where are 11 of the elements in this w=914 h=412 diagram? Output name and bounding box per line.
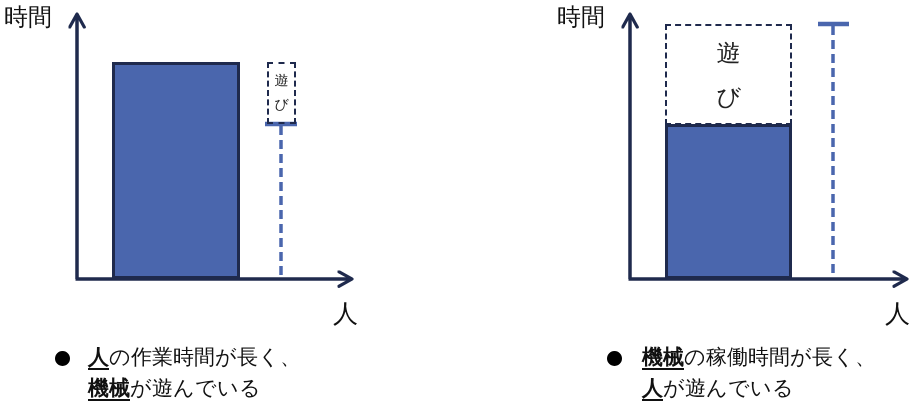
bar	[665, 124, 792, 279]
box-label: 遊び	[274, 72, 288, 115]
bullet-text: 機械の稼働時間が長く、人が遊んでいる	[642, 344, 877, 402]
bullet-text: 人の作業時間が長く、機械が遊んでいる	[88, 344, 302, 402]
axis-label: 人	[885, 300, 910, 328]
axis-label: 時間	[557, 4, 605, 30]
box-label: 遊び	[716, 38, 740, 112]
axis-label: 時間	[4, 4, 52, 30]
bar	[112, 62, 240, 279]
axis-label: 人	[333, 300, 358, 328]
dashed-box	[267, 62, 296, 124]
